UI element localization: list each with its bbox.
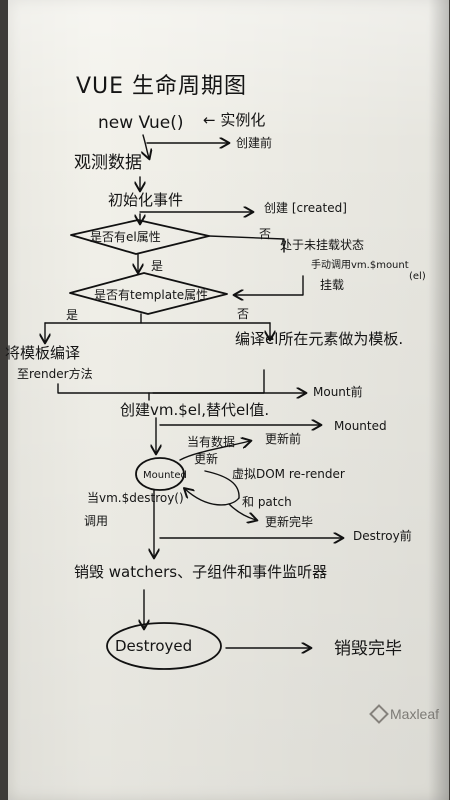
destroy-call-line-1: 当vm.$destroy() [87, 491, 184, 505]
update-data-line-2: 更新 [194, 451, 218, 466]
destroyed-done-label: 销毁完毕 [334, 639, 402, 659]
update-loop-line-1 [204, 470, 240, 499]
has-template-decision [69, 272, 228, 315]
page-edge-shadow [428, 0, 450, 800]
create-el-label: 创建vm.$el,替代el值. [120, 401, 269, 419]
update-loop-line-2 [185, 489, 240, 506]
arrow-has-el-no [208, 235, 285, 253]
destroyed-node-label: Destroyed [115, 637, 192, 655]
observe-data-label: 观测数据 [74, 153, 142, 173]
no-label-2: 否 [237, 307, 249, 321]
maxleaf-logo-icon [369, 704, 389, 724]
arrow-new-to-observe [143, 134, 149, 158]
teardown-label: 销毁 watchers、子组件和事件监听器 [74, 563, 327, 581]
update-data-line-1: 当有数据 [187, 434, 235, 449]
mounted-node-label: Mounted [143, 470, 187, 481]
notebook-page [8, 0, 449, 800]
before-destroy-label: Destroy前 [353, 528, 412, 543]
updated-label: 更新完毕 [265, 514, 313, 529]
arrow-mount-back [235, 275, 304, 295]
virtual-dom-label: 虚拟DOM re-render [232, 467, 345, 481]
before-update-label: 更新前 [265, 431, 301, 446]
patch-label: 和 patch [242, 495, 292, 509]
yes-label-1: 是 [151, 259, 163, 273]
arrow-updated [228, 503, 256, 520]
before-create-label: 创建前 [236, 135, 272, 150]
yes-label-2: 是 [66, 308, 78, 322]
compile-template-line-2: 至render方法 [17, 366, 93, 381]
new-vue-label: new Vue() [98, 113, 184, 133]
pending-state-line-1: 处于未挂载状态 [280, 238, 364, 252]
before-mount-label: Mount前 [313, 384, 363, 399]
maxleaf-watermark: Maxleaf [369, 704, 440, 724]
instantiate-label: ← 实例化 [203, 111, 265, 129]
no-label-1: 否 [259, 227, 271, 241]
destroyed-node [106, 622, 222, 670]
compile-template-line-1: 将模板编译 [5, 344, 80, 362]
mounted-node [135, 457, 185, 491]
maxleaf-brand: Maxleaf [390, 706, 440, 722]
pending-state-line-2: 手动调用vm.$mount [311, 258, 409, 271]
pending-state-line-4: 挂载 [320, 278, 344, 292]
destroy-call-line-2: 调用 [84, 514, 108, 528]
compile-outer-html-label: 编译el所在元素做为模板. [235, 330, 403, 348]
mounted-hook-label: Mounted [334, 419, 387, 433]
arrow-before-update [179, 441, 250, 461]
init-events-label: 初始化事件 [108, 191, 183, 209]
created-label: 创建 [created] [264, 201, 347, 215]
pending-state-line-3: (el) [409, 271, 426, 282]
diagram-title: VUE 生命周期图 [76, 74, 247, 99]
has-template-label: 是否有template属性 [94, 288, 208, 302]
has-el-label: 是否有el属性 [90, 230, 161, 244]
